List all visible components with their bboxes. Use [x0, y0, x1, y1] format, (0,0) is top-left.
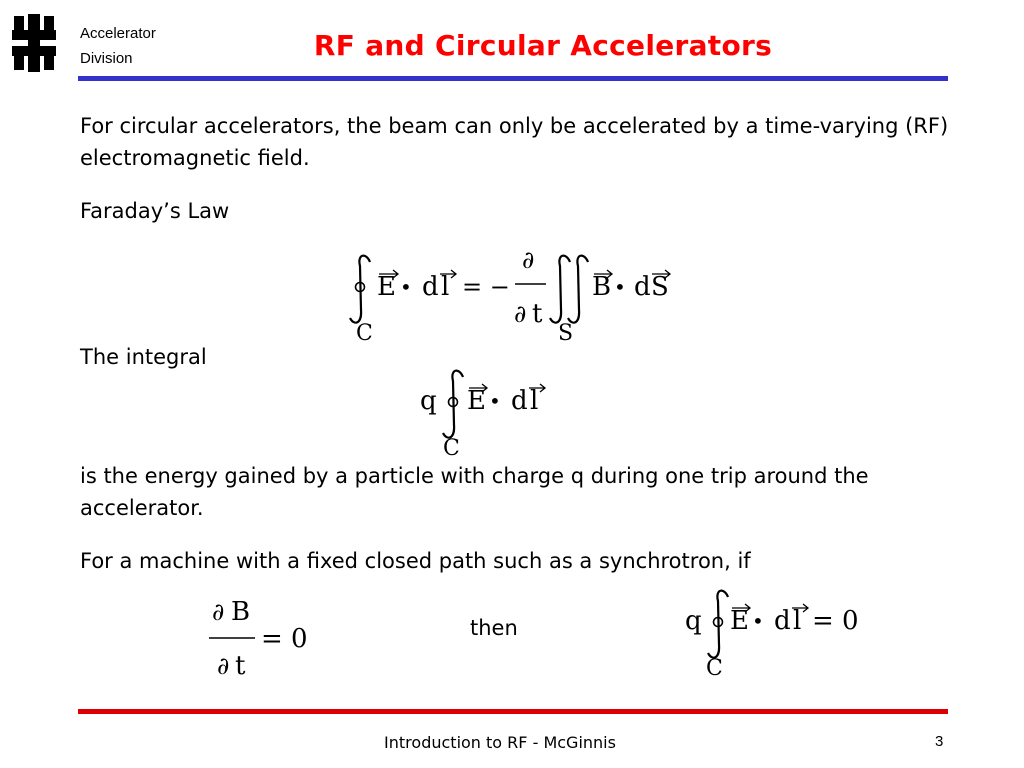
contour-circle: [354, 281, 366, 293]
vector-arrow-l: [440, 269, 458, 279]
condition-equation: ∂ B ∂ t = 0: [209, 597, 308, 681]
partial-symbol-top: ∂: [212, 598, 224, 626]
vector-arrow-E: [469, 383, 489, 393]
contour-circle: [712, 616, 724, 628]
partial-symbol-bottom: ∂: [514, 300, 526, 328]
fermilab-logo: [12, 14, 56, 72]
vector-B: B: [592, 272, 611, 302]
contour-integral-sign: [349, 254, 372, 324]
d-symbol: d: [774, 606, 791, 636]
vector-S: S: [651, 272, 669, 302]
vector-arrow-E: [379, 269, 400, 279]
energy-integral-equation: q E • d l C: [420, 369, 547, 460]
vector-arrow-B: [594, 269, 614, 279]
t-symbol: t: [235, 651, 246, 681]
vector-arrow-E: [732, 603, 752, 613]
division-label-line2: Division: [80, 50, 133, 67]
equals-zero: = 0: [261, 624, 308, 654]
title-rule: [78, 76, 948, 81]
vector-l: l: [793, 606, 801, 636]
surface-integral-sign-2: [567, 254, 590, 324]
vector-arrow-l: [792, 603, 810, 613]
vector-E: E: [467, 386, 486, 416]
subscript-S: S: [558, 321, 573, 346]
partial-symbol-bottom: ∂: [217, 652, 229, 680]
slide-title: RF and Circular Accelerators: [313, 29, 773, 62]
subscript-C: C: [443, 436, 460, 460]
faraday-label: Faraday’s Law: [80, 199, 230, 223]
t-symbol: t: [532, 299, 543, 329]
B-symbol: B: [231, 597, 250, 627]
partial-symbol-top: ∂: [522, 246, 534, 274]
vector-l: l: [441, 272, 449, 302]
contour-circle: [447, 396, 459, 408]
then-label: then: [470, 616, 518, 640]
dot-operator: •: [489, 389, 501, 413]
vector-E: E: [730, 606, 749, 636]
surface-integral-sign-1: [549, 254, 572, 324]
integral-label: The integral: [80, 345, 207, 369]
equals-zero: = 0: [812, 606, 859, 636]
dot-operator: •: [752, 609, 764, 633]
division-label-line1: Accelerator: [80, 25, 156, 42]
q-symbol: q: [685, 606, 702, 636]
footer-text: Introduction to RF - McGinnis: [384, 733, 616, 752]
d-symbol-2: d: [634, 272, 651, 302]
contour-integral-sign: [442, 369, 465, 439]
d-symbol: d: [511, 386, 528, 416]
vector-arrow-l: [529, 383, 547, 393]
faraday-equation: E • d l = − ∂ ∂ t B • d S C S: [349, 246, 672, 346]
machine-paragraph: For a machine with a fixed closed path s…: [80, 549, 751, 573]
dot-operator: •: [400, 275, 412, 299]
vector-l: l: [530, 386, 538, 416]
d-symbol: d: [422, 272, 439, 302]
contour-integral-sign: [707, 589, 730, 659]
q-symbol: q: [420, 386, 437, 416]
subscript-C: C: [706, 656, 723, 681]
subscript-C: C: [356, 321, 373, 346]
vector-E: E: [377, 272, 396, 302]
dot-operator-2: •: [614, 275, 626, 299]
equals-minus: = −: [462, 273, 510, 301]
footer-rule: [78, 709, 948, 714]
result-equation: q E • d l = 0 C: [685, 589, 859, 681]
energy-paragraph: is the energy gained by a particle with …: [80, 464, 869, 520]
page-number: 3: [935, 733, 944, 750]
intro-paragraph: For circular accelerators, the beam can …: [80, 114, 949, 170]
vector-arrow-S: [652, 269, 672, 279]
